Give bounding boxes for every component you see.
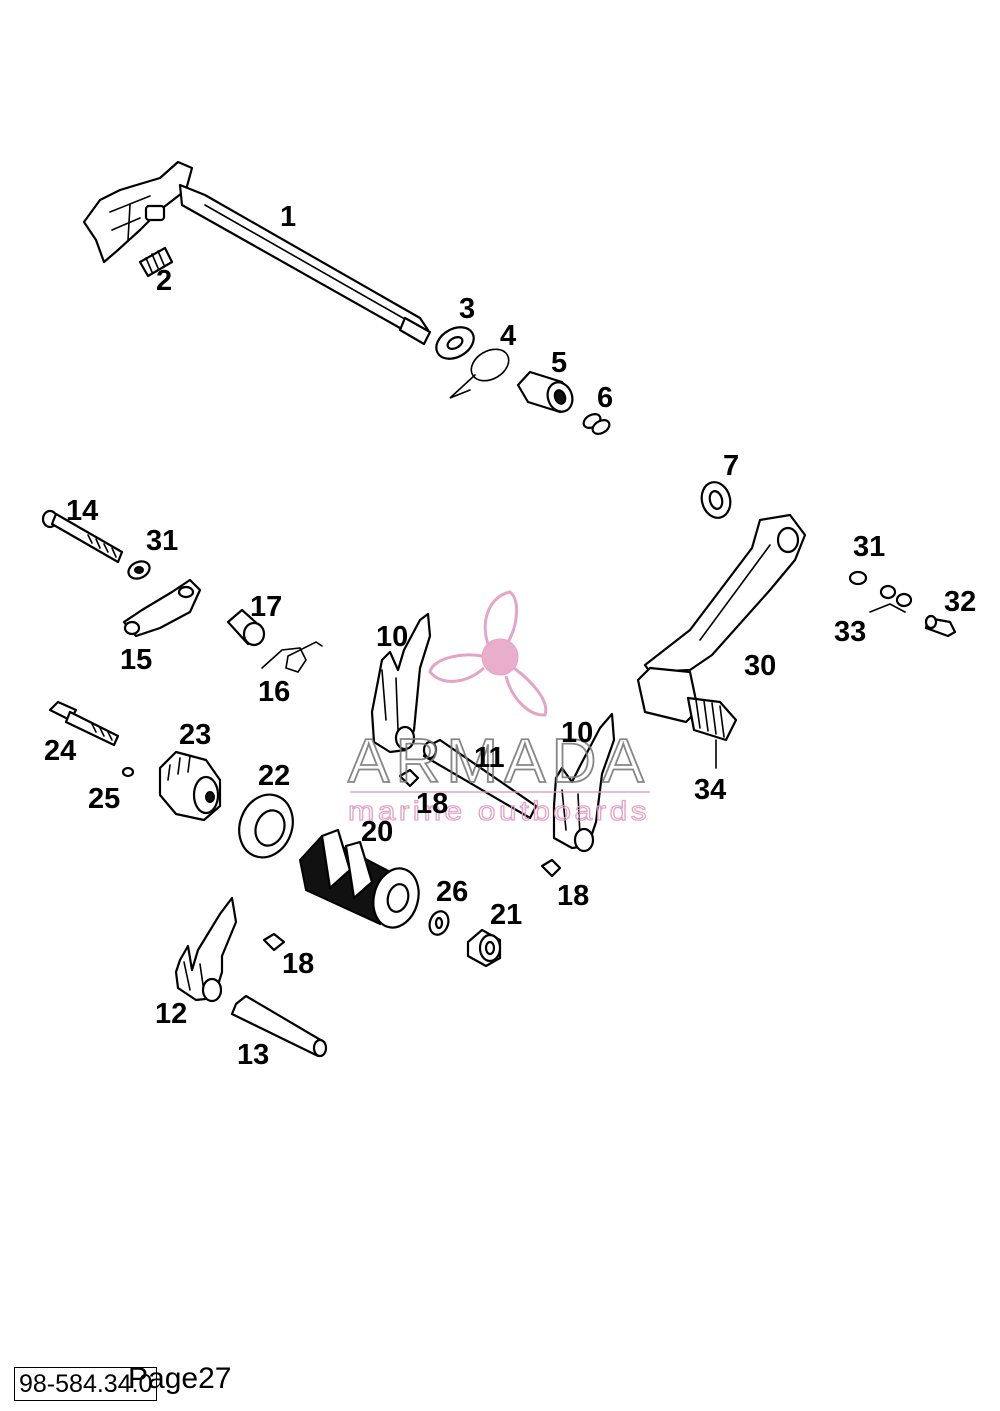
part-washer-26 bbox=[428, 910, 450, 936]
part-pin-18-top bbox=[398, 768, 420, 788]
part-ring-6 bbox=[582, 413, 611, 435]
watermark-logo: ARMADA marine outboards bbox=[347, 590, 650, 827]
part-bolt-14 bbox=[41, 509, 124, 564]
part-rail-13 bbox=[230, 994, 328, 1058]
part-shift-drum-20 bbox=[298, 828, 420, 929]
part-washer-31-right bbox=[848, 570, 868, 586]
part-bushing-17 bbox=[226, 608, 266, 647]
propeller-icon bbox=[428, 590, 548, 717]
part-shift-shaft bbox=[82, 160, 432, 346]
callout-33: 33 bbox=[834, 616, 866, 648]
callout-21: 21 bbox=[490, 899, 522, 931]
part-pin-18-right bbox=[540, 858, 562, 878]
part-seal-7 bbox=[700, 481, 732, 519]
callout-18-center: 18 bbox=[416, 788, 448, 820]
part-fork-12 bbox=[174, 896, 238, 1003]
page-number: Page27 bbox=[128, 1362, 232, 1395]
callout-5: 5 bbox=[551, 347, 567, 379]
callout-17: 17 bbox=[250, 591, 282, 623]
part-nuts-33 bbox=[869, 584, 913, 613]
part-bearing-21 bbox=[466, 928, 502, 968]
part-bolt-24 bbox=[48, 700, 120, 747]
callout-23: 23 bbox=[179, 719, 211, 751]
part-spring-2 bbox=[138, 246, 174, 278]
watermark-brand: ARMADA bbox=[348, 727, 650, 796]
part-lever-rubber-34 bbox=[686, 696, 738, 769]
callout-13: 13 bbox=[237, 1039, 269, 1071]
part-shift-lever-30 bbox=[636, 513, 807, 724]
part-ball-25 bbox=[121, 766, 135, 778]
part-fork-10-right bbox=[552, 712, 616, 853]
callout-24: 24 bbox=[44, 735, 76, 767]
callout-2: 2 bbox=[156, 265, 172, 297]
callout-31-left: 31 bbox=[146, 525, 178, 557]
document-code: 98-584.34.0 bbox=[14, 1367, 158, 1401]
callout-32: 32 bbox=[944, 586, 976, 618]
part-washer-3 bbox=[435, 326, 475, 360]
callout-16: 16 bbox=[258, 676, 290, 708]
callout-22: 22 bbox=[258, 760, 290, 792]
callout-6: 6 bbox=[597, 382, 613, 414]
callout-20: 20 bbox=[361, 816, 393, 848]
part-index-wheel-23 bbox=[158, 750, 222, 822]
callout-7: 7 bbox=[723, 450, 739, 482]
part-lever-15 bbox=[122, 578, 202, 638]
watermark-tagline: marine outboards bbox=[348, 796, 650, 826]
callout-18-bottom: 18 bbox=[282, 948, 314, 980]
part-washer-31-left bbox=[127, 560, 151, 580]
callout-25: 25 bbox=[88, 783, 120, 815]
callout-3: 3 bbox=[459, 293, 475, 325]
callout-10-left: 10 bbox=[376, 621, 408, 653]
callout-12: 12 bbox=[155, 998, 187, 1030]
callout-31-right: 31 bbox=[853, 531, 885, 563]
part-circlip-4 bbox=[449, 348, 510, 399]
callout-labels: 1 2 3 4 5 6 7 14 31 31 32 33 17 10 15 16… bbox=[44, 201, 976, 1071]
callout-14: 14 bbox=[66, 495, 98, 527]
callout-18-right: 18 bbox=[557, 880, 589, 912]
callout-10-right: 10 bbox=[561, 717, 593, 749]
callout-30: 30 bbox=[744, 650, 776, 682]
part-pin-18-bottom bbox=[262, 932, 286, 952]
callout-26: 26 bbox=[436, 876, 468, 908]
callout-15: 15 bbox=[120, 644, 152, 676]
part-bolt-32 bbox=[924, 614, 957, 638]
callout-11: 11 bbox=[474, 742, 505, 774]
part-spring-16 bbox=[261, 641, 323, 673]
callout-1: 1 bbox=[280, 201, 296, 233]
part-bearing-22 bbox=[238, 793, 294, 859]
callout-4: 4 bbox=[500, 320, 516, 352]
part-bushing-5 bbox=[516, 370, 574, 414]
callout-34: 34 bbox=[694, 774, 726, 806]
part-rail-11 bbox=[422, 738, 538, 820]
part-fork-10-left bbox=[370, 612, 432, 754]
